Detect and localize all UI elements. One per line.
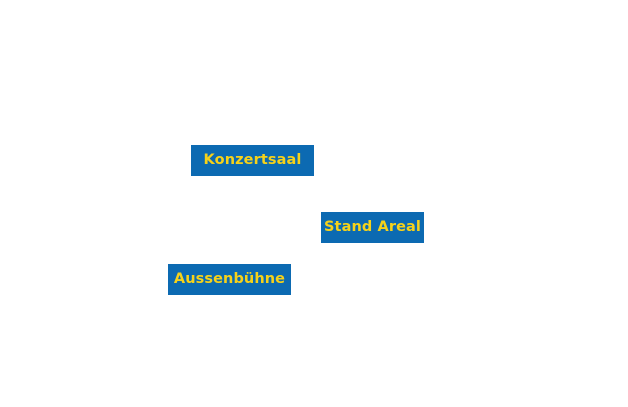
venue-label-aussenbuehne[interactable]: Aussenbühne (168, 264, 291, 295)
venue-label-stand-areal[interactable]: Stand Areal (321, 212, 424, 243)
venue-label-konzertsaal[interactable]: Konzertsaal (191, 145, 314, 176)
